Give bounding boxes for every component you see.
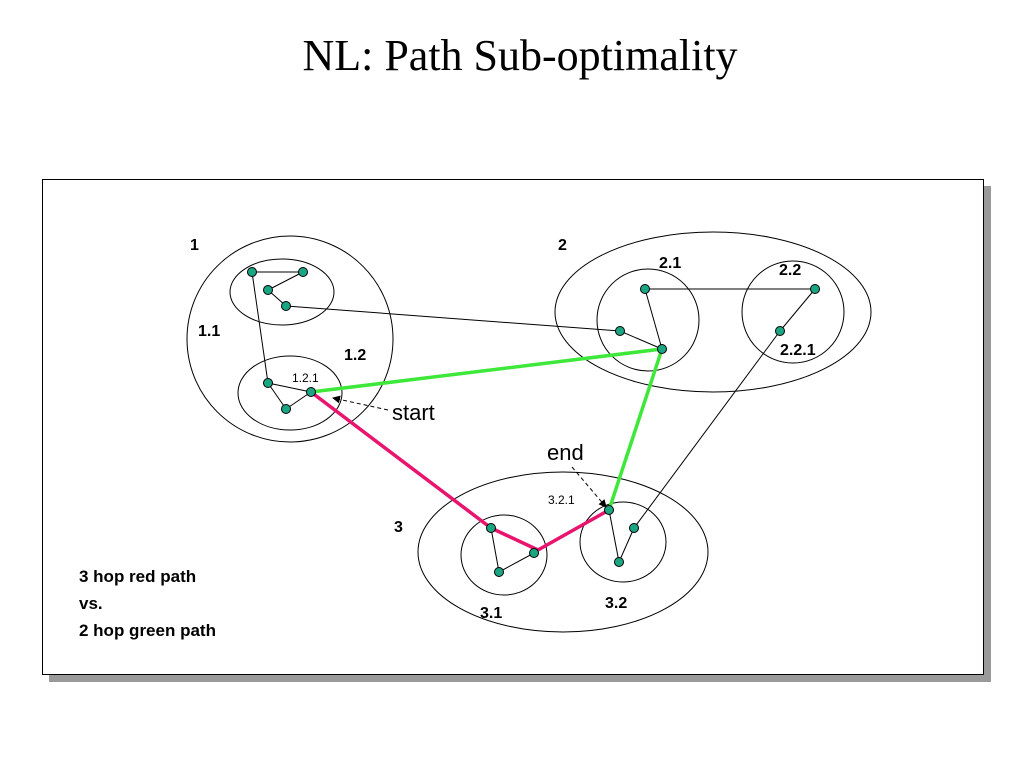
- link: [267, 271, 304, 291]
- node: [640, 284, 650, 294]
- green-path: [310, 347, 664, 511]
- link: [608, 509, 620, 563]
- node: [247, 267, 257, 277]
- link: [267, 382, 287, 410]
- node: [486, 523, 496, 533]
- cluster-2-label: 2: [558, 237, 567, 254]
- link: [618, 527, 635, 563]
- slide-title: NL: Path Sub-optimality: [302, 31, 738, 80]
- start-label: start: [392, 400, 435, 425]
- end-pointer-arrow: [571, 466, 607, 508]
- node: [529, 548, 539, 558]
- cluster-3-label: 3: [394, 519, 403, 536]
- link: [779, 288, 816, 332]
- node: [657, 344, 667, 354]
- cluster-1-2-label: 1.2: [344, 347, 366, 364]
- link: [267, 382, 312, 393]
- link: [498, 552, 535, 573]
- cluster-3-1-boundary: [460, 514, 548, 596]
- node-2-2-1-label: 2.2.1: [780, 342, 816, 359]
- node: [263, 378, 273, 388]
- nodes: [247, 267, 820, 577]
- cluster-3-2-boundary: [579, 501, 667, 583]
- cluster-2-1-boundary: [596, 268, 700, 372]
- link: [619, 330, 663, 350]
- cluster-2-2-label: 2.2: [779, 262, 801, 279]
- link: [285, 391, 312, 410]
- diagram-panel: [42, 179, 984, 675]
- node: [810, 284, 820, 294]
- cluster-3-2-label: 3.2: [605, 595, 627, 612]
- node-3-2-1: [604, 505, 614, 515]
- node-1-2-1-label: 1.2.1: [292, 371, 319, 385]
- cluster-2-2-boundary: [741, 260, 845, 364]
- caption: 3 hop red path vs. 2 hop green path: [79, 563, 216, 644]
- cluster-2-boundary: [554, 231, 872, 393]
- node: [281, 301, 291, 311]
- node: [281, 404, 291, 414]
- caption-line: 3 hop red path: [79, 567, 197, 586]
- node: [263, 285, 273, 295]
- cluster-1-label: 1: [190, 237, 199, 254]
- red-path: [309, 390, 610, 552]
- link: [285, 305, 621, 332]
- node: [494, 567, 504, 577]
- cluster-1-1-label: 1.1: [198, 323, 220, 340]
- cluster-1-2-boundary: [237, 355, 343, 431]
- links: [251, 271, 816, 573]
- end-label: end: [547, 440, 584, 465]
- link: [251, 271, 269, 384]
- node-3-2-1-label: 3.2.1: [548, 493, 575, 507]
- cluster-1-1-boundary: [229, 258, 335, 326]
- cluster-3-1-label: 3.1: [480, 605, 502, 622]
- link: [644, 288, 663, 350]
- node: [615, 326, 625, 336]
- node: [614, 557, 624, 567]
- cluster-3-boundary: [417, 471, 709, 633]
- cluster-1-boundary: [186, 235, 394, 443]
- link: [490, 527, 500, 573]
- caption-line: 2 hop green path: [79, 621, 216, 640]
- caption-line: vs.: [79, 594, 103, 613]
- node: [298, 267, 308, 277]
- node-2-2-1: [775, 326, 785, 336]
- node-1-2-1: [306, 387, 316, 397]
- node: [629, 523, 639, 533]
- start-pointer-arrow: [332, 395, 389, 411]
- cluster-2-1-label: 2.1: [659, 255, 681, 272]
- link: [633, 330, 781, 529]
